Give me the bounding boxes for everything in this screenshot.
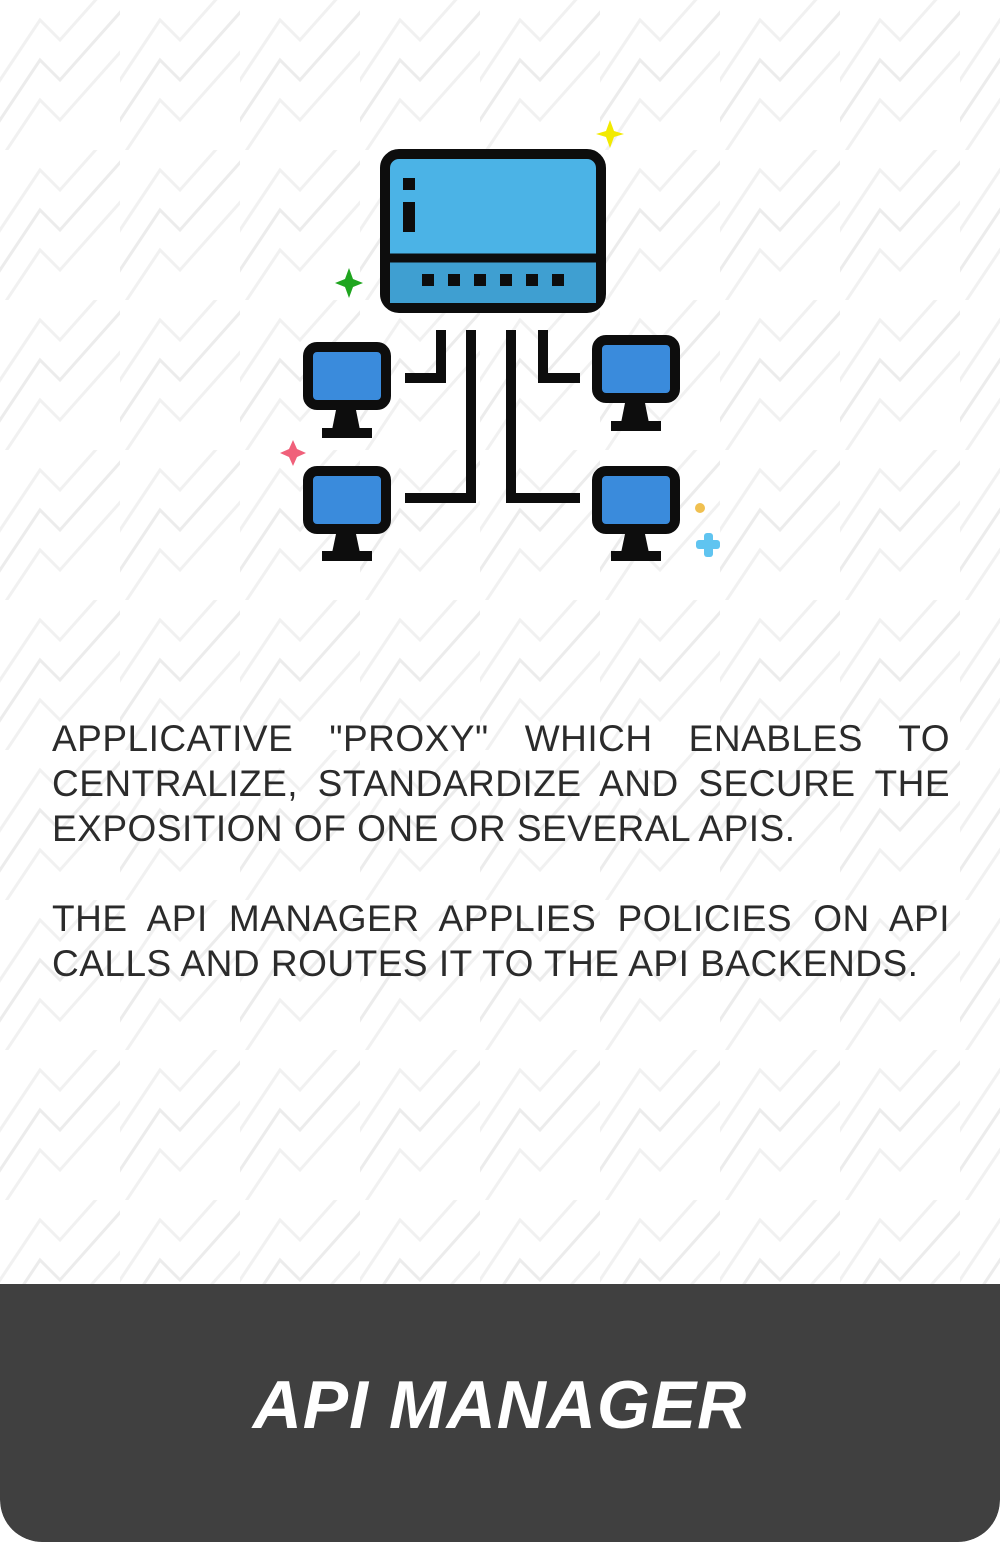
card-title: API MANAGER: [252, 1367, 748, 1443]
green-sparkle-icon: [335, 268, 363, 298]
orange-dot-icon: [695, 503, 705, 513]
monitor-top-left-icon: [303, 342, 391, 438]
pink-sparkle-icon: [280, 440, 306, 466]
description: APPLICATIVE "PROXY" WHICH ENABLES TO CEN…: [52, 716, 950, 1031]
server-icon: [380, 149, 606, 313]
network-server-icon: [280, 120, 720, 561]
cyan-plus-icon: [696, 533, 720, 557]
monitor-bottom-right-icon: [592, 466, 680, 561]
footer-banner: API MANAGER: [0, 1284, 1000, 1542]
network-cables: [405, 330, 580, 503]
monitor-top-right-icon: [592, 335, 680, 431]
yellow-sparkle-icon: [596, 120, 624, 148]
monitor-bottom-left-icon: [303, 466, 391, 561]
description-paragraph-2: THE API MANAGER APPLIES POLICIES ON API …: [52, 898, 950, 984]
description-paragraph-1: APPLICATIVE "PROXY" WHICH ENABLES TO CEN…: [52, 718, 950, 849]
